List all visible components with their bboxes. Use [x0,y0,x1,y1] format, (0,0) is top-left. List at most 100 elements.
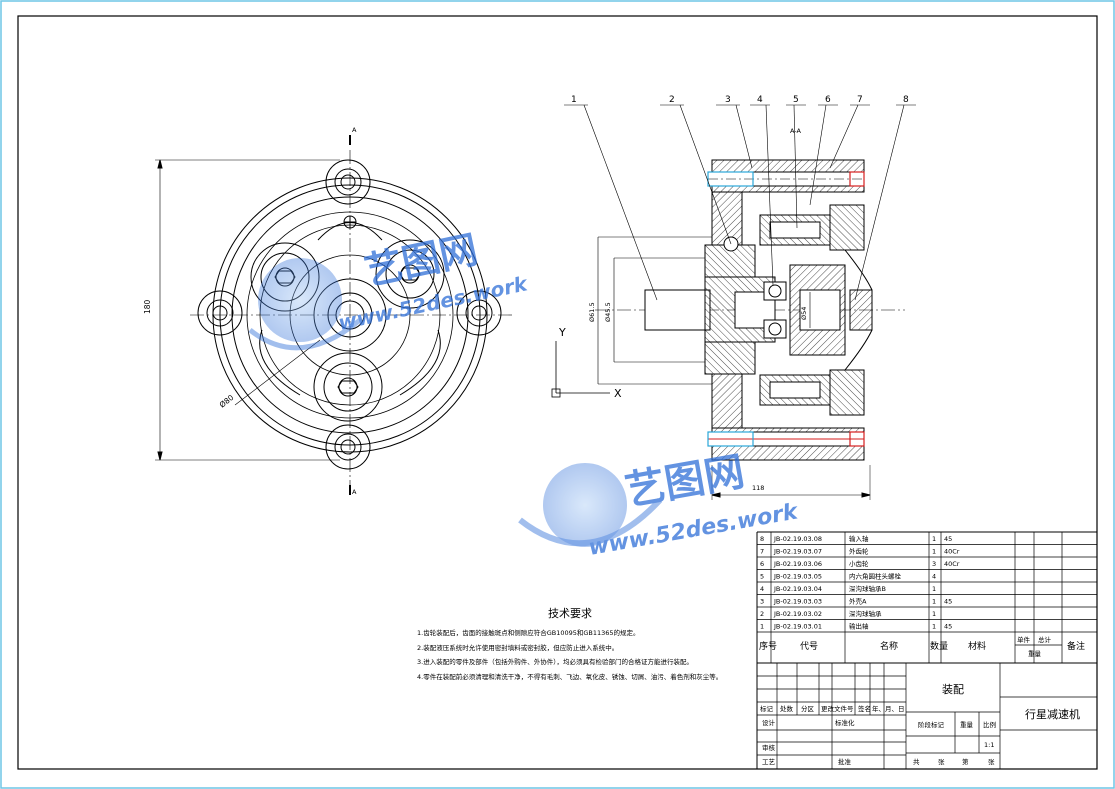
bom-cell-qty: 3 [932,560,936,568]
tb-drawing-name: 装配 [942,683,964,696]
bom-cell-code: JB-02.19.03.06 [773,560,822,568]
bom-header-remark: 备注 [1067,640,1085,652]
dim-d3: Ø54 [800,307,808,320]
tb-change-doc: 更改文件号 [821,704,854,713]
tb-process: 工艺 [762,758,776,766]
bom-cell-qty: 1 [932,585,936,593]
bom-cell-qty: 1 [932,535,936,543]
tb-scale-label: 比例 [983,720,996,729]
watermark-brand-cn-2: 艺图网 [622,449,748,515]
section-label: A-A [790,127,802,135]
bom-cell-no: 4 [760,585,764,593]
axis-x: X [614,387,622,400]
tb-count: 处数 [780,704,794,713]
dim-length: 118 [752,484,764,492]
bom-cell-qty: 1 [932,623,936,631]
tb-date: 年、月、日 [872,704,905,713]
dim-d1: Ø61.5 [588,302,596,322]
tech-title: 技术要求 [548,607,592,620]
bom-header-no: 序号 [759,640,777,652]
tb-page: 第 [962,757,969,766]
title-block-labels: 标记 处数 分区 更改文件号 签名 年、月、日 设计 标准化 审核 工艺 批准 … [760,683,1080,766]
bom-cell-code: JB-02.19.03.05 [773,573,822,581]
bom-cell-material: 40Cr [944,548,960,556]
bom-header-code: 代号 [800,641,818,652]
bom-cell-qty: 1 [932,548,936,556]
watermark-1: 艺图网 www.52des.work [248,227,531,351]
bom-cell-name: 外齿轮 [849,547,869,556]
balloon-2: 2 [669,95,675,105]
section-mark-bottom: A [352,488,357,496]
bom-cell-no: 3 [760,598,764,606]
tb-review: 审核 [762,743,776,752]
bom-header-qty: 数量 [930,640,948,652]
bom-cell-material: 45 [944,535,952,543]
bom-cell-qty: 1 [932,598,936,606]
tb-product-name: 行星减速机 [1025,707,1080,721]
dim-diameter: Ø80 [218,393,236,410]
bom-header-total: 总计 [1038,635,1052,644]
tb-approve: 批准 [838,757,852,766]
tb-standardize: 标准化 [835,718,855,727]
bom-cell-name: 输出轴 [849,622,869,631]
bom-cell-name: 内六角圆柱头螺栓 [849,572,902,581]
balloon-5: 5 [793,95,799,105]
balloon-3: 3 [725,95,731,105]
bom-cell-no: 2 [760,610,764,618]
tb-design: 设计 [762,718,776,727]
bom-cell-code: JB-02.19.03.07 [773,548,822,556]
tb-weight: 重量 [960,721,974,729]
bom-cell-name: 输入轴 [849,534,869,543]
bom-cell-name: 深沟球轴承B [849,584,886,593]
bom-cell-code: JB-02.19.03.02 [773,610,822,618]
tb-mark: 标记 [760,704,774,713]
bom-cell-no: 8 [760,535,764,543]
bom-cell-qty: 1 [932,610,936,618]
bom-table [756,531,1098,664]
bom-header-weight: 重量 [1028,650,1042,658]
balloon-1: 1 [571,95,577,105]
bom-cell-code: JB-02.19.03.08 [773,535,822,543]
globe-icon [543,463,627,547]
tech-item-3: 3.进入装配的零件及部件（包括外购件、外协件），均必须具有检验部门的合格证方能进… [417,657,693,666]
bom-cell-name: 外壳A [849,597,867,606]
section-view [551,104,916,500]
tb-sign: 签名 [858,704,871,713]
tb-scale-value: 1:1 [984,741,994,749]
axis-y: Y [558,326,566,339]
bom-cell-material: 40Cr [944,560,960,568]
section-mark-top: A [352,126,357,134]
bom-cell-code: JB-02.19.03.03 [773,598,822,606]
dim-d2: Ø45.5 [604,302,612,322]
tech-item-4: 4.零件在装配前必须清理和清洗干净，不得有毛刺、飞边、氧化皮、锈蚀、切屑、油污、… [417,672,722,681]
bom-cell-no: 7 [760,548,764,556]
bom-header-material: 材料 [968,640,986,652]
tech-item-2: 2.装配液压系统时允许使用密封填料或密封胶，但应防止进入系统中。 [417,643,618,652]
inner-frame [17,15,1098,770]
watermark-2: 艺图网 www.52des.work [518,449,801,561]
title-block [756,662,1098,770]
balloon-8: 8 [903,95,909,105]
tb-stage: 阶段标记 [918,720,945,729]
tb-zone: 分区 [801,704,815,713]
bom-cell-code: JB-02.19.03.04 [773,585,822,593]
tb-page-unit: 张 [988,757,995,766]
balloon-labels: 1 2 3 4 5 6 7 8 [571,95,909,105]
balloon-6: 6 [825,95,831,105]
bom-cell-name: 深沟球轴承 [849,609,882,618]
bom-cell-name: 小齿轮 [849,559,869,568]
tb-sheet-unit: 张 [938,757,945,766]
bom-header-name: 名称 [880,640,898,652]
bom-cell-material: 45 [944,623,952,631]
bom-cell-no: 1 [760,623,764,631]
bom-header-unit: 单件 [1017,635,1031,644]
tech-item-1: 1.齿轮装配后，齿面的接触斑点和侧隙应符合GB10095和GB11365的规定。 [417,628,640,637]
globe-icon [258,258,342,342]
tb-total: 共 [913,757,920,766]
tech-requirements: 技术要求 1.齿轮装配后，齿面的接触斑点和侧隙应符合GB10095和GB1136… [417,607,722,681]
balloon-4: 4 [757,95,763,105]
dim-height: 180 [143,299,152,314]
bom-cell-code: JB-02.19.03.01 [773,623,822,631]
